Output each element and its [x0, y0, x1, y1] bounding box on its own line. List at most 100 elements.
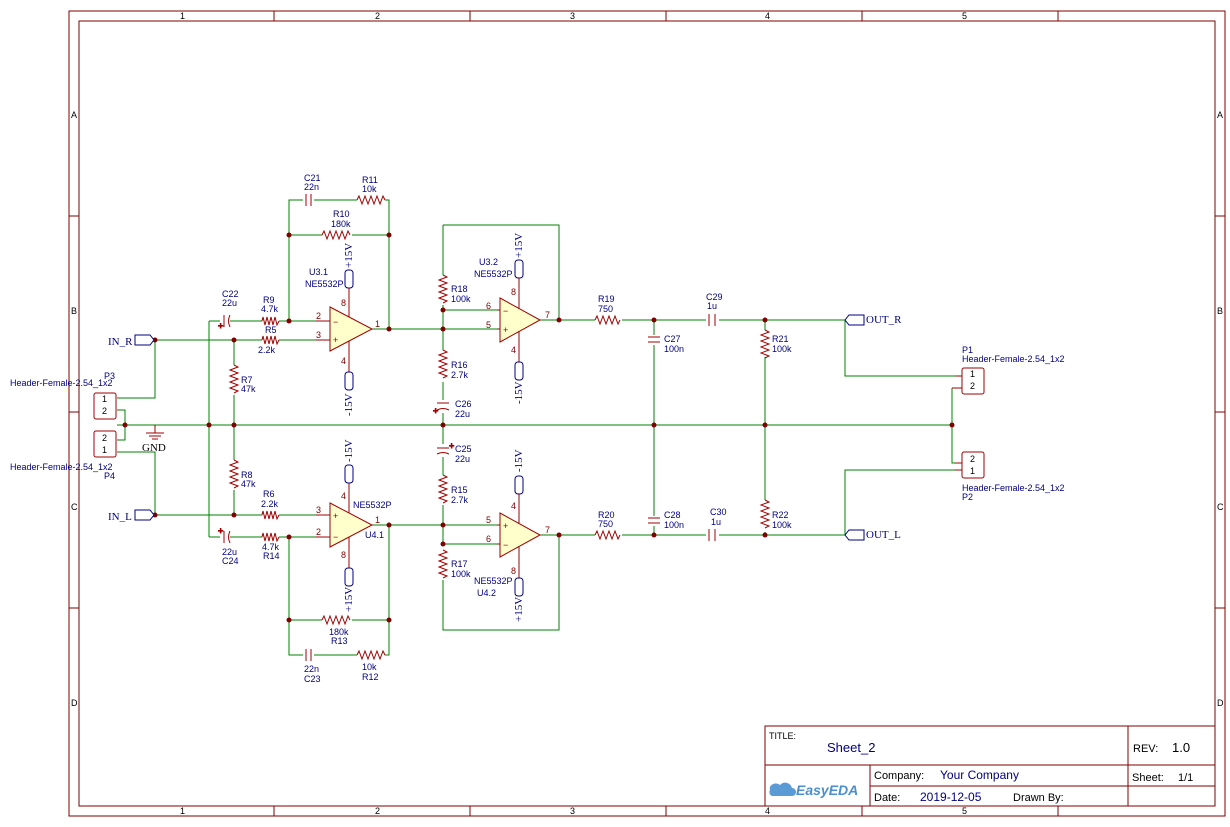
svg-text:1: 1	[375, 319, 380, 329]
connector-value: Header-Female-2.54_1x2	[962, 354, 1065, 364]
label-c23-value: 22n	[304, 664, 319, 674]
drawing-frame	[68, 10, 1226, 817]
label-c23-ref: C23	[304, 674, 321, 684]
label-r13-ref: R13	[331, 636, 348, 646]
label-r22-ref: R22	[772, 510, 789, 520]
label-r21-ref: R21	[772, 334, 789, 344]
p15-label-u41: +15V	[343, 587, 355, 612]
resistor-r18	[437, 274, 449, 304]
svg-text:+: +	[218, 321, 223, 331]
svg-text:1: 1	[375, 515, 380, 525]
power-ports: +15V -15V +15V -15V -15V +15V -15V +15V	[343, 233, 525, 622]
logo-text: EasyEDA	[796, 782, 858, 798]
row-label-right-b: B	[1217, 306, 1223, 316]
label-r14-value: 4.7k	[262, 542, 280, 552]
label-r15-ref: R15	[451, 485, 468, 495]
label-r10-value: 180k	[331, 219, 351, 229]
label-r13-value: 180k	[329, 627, 349, 637]
label-r18-ref: R18	[451, 284, 468, 294]
label-c26-value: 22u	[455, 409, 470, 419]
svg-text:5: 5	[486, 320, 491, 330]
resistor-r8	[228, 459, 240, 489]
capacitor-c27	[648, 336, 660, 343]
label-r21-value: 100k	[772, 344, 792, 354]
capacitor-c30	[708, 529, 716, 541]
label-r5-ref: R5	[265, 325, 277, 335]
p15-label-u32: +15V	[513, 233, 525, 258]
resistor-r12	[356, 649, 386, 661]
resistor-r13	[321, 614, 351, 626]
resistor-r5	[261, 335, 280, 346]
svg-text:−: −	[333, 532, 338, 542]
label-c30-ref: C30	[710, 507, 727, 517]
col-label-top-5: 5	[962, 11, 967, 21]
junctions	[122, 232, 955, 623]
svg-text:+: +	[218, 526, 223, 536]
opamp-ref: U3.2	[479, 257, 498, 267]
opamp-value: NE5532P	[474, 576, 513, 586]
row-label-left-b: B	[71, 306, 77, 316]
capacitor-c22: +	[218, 314, 231, 332]
p15-label-u31: +15V	[343, 243, 355, 268]
frame-row-labels: A B C D A B C D	[71, 110, 1224, 708]
rev-value: 1.0	[1172, 740, 1190, 755]
opamp-u41: +− 3 2 1 4 8 U4.1 NE5532P	[316, 491, 392, 560]
connector-value: Header-Female-2.54_1x2	[10, 462, 113, 472]
p15-label-u42: +15V	[513, 597, 525, 622]
svg-text:1: 1	[970, 369, 975, 379]
svg-text:8: 8	[511, 287, 516, 297]
svg-text:8: 8	[341, 550, 346, 560]
label-c30-value: 1u	[711, 517, 721, 527]
label-r9-ref: R9	[263, 295, 275, 305]
svg-text:7: 7	[545, 525, 550, 535]
resistor-r7	[228, 364, 240, 394]
in-r-label: IN_R	[108, 336, 133, 348]
label-r6-value: 2.2k	[261, 499, 279, 509]
label-r17-value: 100k	[451, 569, 471, 579]
col-label-bottom-4: 4	[765, 806, 770, 816]
svg-text:1: 1	[970, 466, 975, 476]
resistor-r16	[437, 349, 449, 379]
resistor-r17	[437, 549, 449, 579]
connector-ref: P3	[104, 371, 115, 381]
resistor-r9	[261, 316, 280, 327]
capacitor-c21	[305, 194, 312, 206]
connector-ref: P4	[104, 471, 115, 481]
label-r14-ref: R14	[263, 551, 280, 561]
wires	[117, 199, 955, 656]
opamp-ref: U3.1	[309, 267, 328, 277]
connector-value: Header-Female-2.54_1x2	[962, 483, 1065, 493]
company-label: Company:	[874, 770, 924, 782]
svg-text:+: +	[433, 406, 438, 416]
col-label-top-4: 4	[765, 11, 770, 21]
connector-value: Header-Female-2.54_1x2	[10, 378, 113, 388]
label-r12-value: 10k	[362, 662, 377, 672]
label-c22-value: 22u	[222, 298, 237, 308]
label-r7-value: 47k	[241, 384, 256, 394]
company-value: Your Company	[940, 768, 1019, 782]
connector-p1: 1 2 P1 Header-Female-2.54_1x2	[961, 345, 1065, 395]
svg-text:−: −	[503, 306, 508, 316]
resistor-r19	[594, 314, 621, 326]
label-c27-ref: C27	[664, 334, 681, 344]
svg-text:+: +	[333, 335, 338, 345]
capacitor-c23	[305, 649, 312, 661]
capacitor-c24: +	[218, 526, 231, 544]
m15-label-u41: -15V	[343, 439, 355, 462]
label-r8-value: 47k	[241, 479, 256, 489]
svg-text:8: 8	[341, 298, 346, 308]
label-r10-ref: R10	[333, 209, 350, 219]
svg-text:6: 6	[486, 534, 491, 544]
resistors	[228, 194, 771, 661]
opamp-value: NE5532P	[474, 269, 513, 279]
capacitor-c26: +	[433, 402, 450, 417]
svg-text:4: 4	[511, 501, 516, 511]
label-r18-value: 100k	[451, 294, 471, 304]
resistor-r6	[261, 510, 280, 521]
opamp-u32: −+ 6 5 7 8 4 U3.2 NE5532P	[474, 257, 550, 355]
label-c24-ref: C24	[222, 556, 239, 566]
svg-text:+: +	[503, 325, 508, 335]
label-r15-value: 2.7k	[451, 495, 469, 505]
svg-text:4: 4	[511, 345, 516, 355]
